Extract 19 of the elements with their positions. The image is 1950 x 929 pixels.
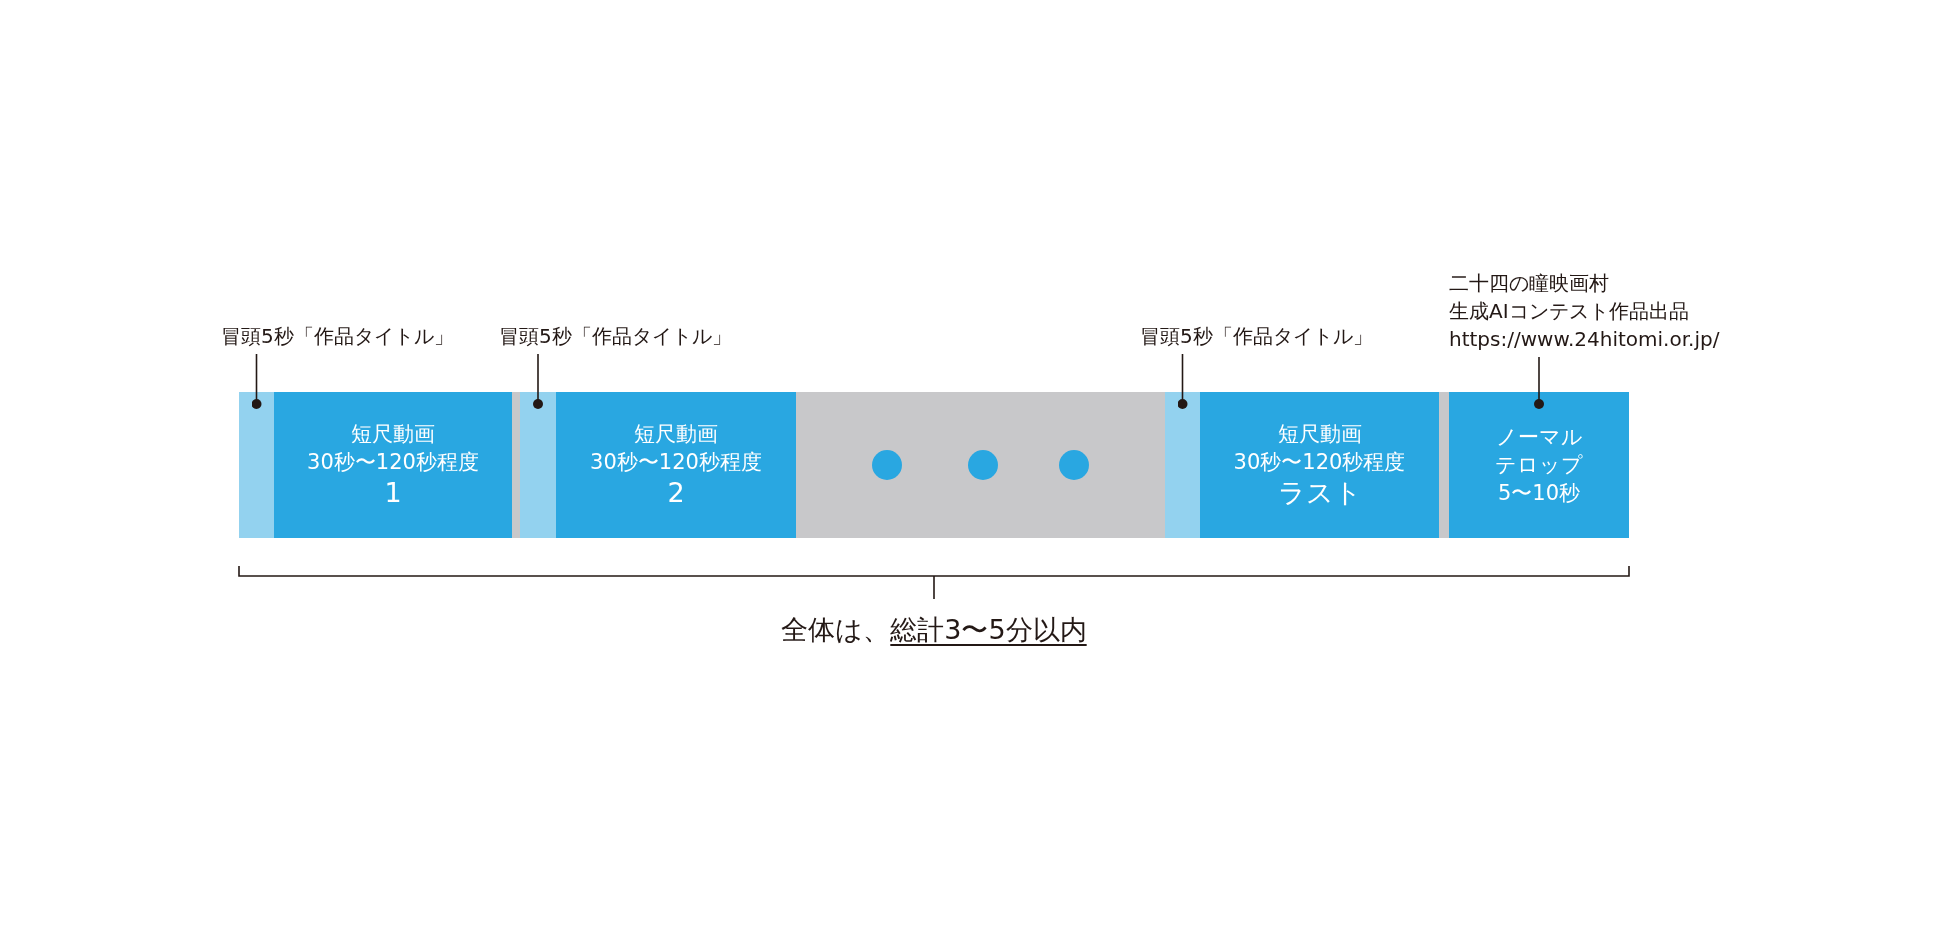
title-label: 冒頭5秒「作品タイトル」 [1140,322,1373,350]
underlined-text: 総計3〜5分以内 [890,614,1087,645]
title-strip [520,392,556,538]
leader-line [251,353,262,409]
callout-line: 生成AIコンテスト作品出品 [1449,298,1690,325]
video-segment: ノーマル テロップ 5〜10秒 [1449,392,1629,538]
leader-line [1177,353,1188,409]
video-segment: 短尺動画 30秒〜120秒程度 2 [556,392,796,538]
title-label: 冒頭5秒「作品タイトル」 [499,322,732,350]
callout-line: 二十四の瞳映画村 [1449,270,1610,297]
summary-text: 全体は、 [781,614,891,645]
title-label: 冒頭5秒「作品タイトル」 [221,322,454,350]
callout-line: https://www.24hitomi.or.jp/ [1449,326,1720,353]
title-strip [239,392,274,538]
title-strip [1165,392,1200,538]
video-segment: 短尺動画 30秒〜120秒程度 ラスト [1200,392,1439,538]
video-segment: 短尺動画 30秒〜120秒程度 1 [274,392,512,538]
leader-line [1534,356,1544,409]
leader-line [533,353,543,409]
